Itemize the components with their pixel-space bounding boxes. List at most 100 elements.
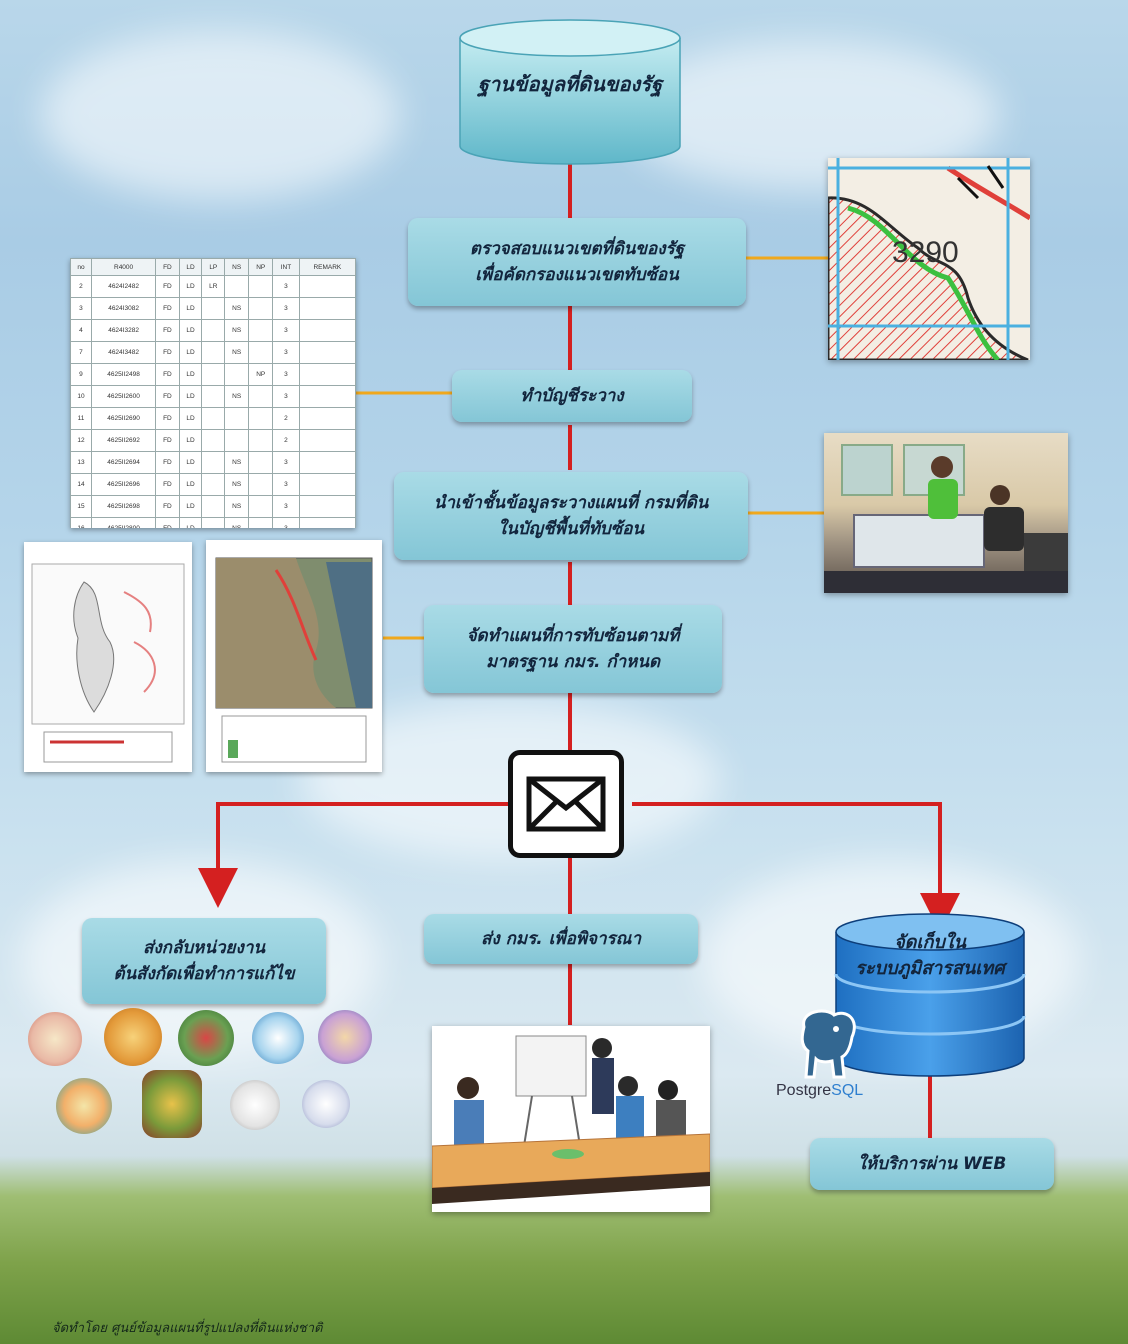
table-cell: FD bbox=[155, 319, 180, 342]
table-cell bbox=[201, 517, 226, 528]
table-cell: LD bbox=[178, 275, 203, 298]
table-cell: 3 bbox=[272, 517, 300, 528]
table-cell: 4625II2690 bbox=[90, 407, 157, 430]
table-cell bbox=[298, 429, 356, 452]
table-cell: FD bbox=[155, 363, 180, 386]
table-cell bbox=[248, 341, 274, 364]
table-cell: LD bbox=[178, 451, 203, 474]
table-cell: 3 bbox=[272, 275, 300, 298]
agency-seal-6 bbox=[56, 1078, 112, 1134]
table-cell: FD bbox=[155, 429, 180, 452]
agency-seal-5 bbox=[318, 1010, 372, 1064]
step-create-overlap-map: จัดทำแผนที่การทับซ้อนตามที่ มาตรฐาน กมร.… bbox=[424, 605, 722, 693]
table-cell bbox=[224, 363, 250, 386]
table-cell: LD bbox=[178, 363, 203, 386]
table-cell bbox=[224, 429, 250, 452]
table-cell: 4625II2698 bbox=[90, 495, 157, 518]
table-cell: 9 bbox=[70, 363, 92, 386]
table-cell: 4625II2600 bbox=[90, 385, 157, 408]
table-cell: LD bbox=[178, 297, 203, 320]
table-cell bbox=[298, 385, 356, 408]
table-cell: 3 bbox=[272, 363, 300, 386]
table-cell: 2 bbox=[272, 407, 300, 430]
table-cell: 3 bbox=[272, 297, 300, 320]
table-cell: 4624I3482 bbox=[90, 341, 157, 364]
table-header-cell: FD bbox=[155, 258, 180, 276]
table-cell: LR bbox=[201, 275, 226, 298]
table-cell: LD bbox=[178, 517, 203, 528]
table-cell: NS bbox=[224, 297, 250, 320]
table-cell: LD bbox=[178, 429, 203, 452]
table-cell: FD bbox=[155, 517, 180, 528]
table-cell bbox=[201, 429, 226, 452]
table-cell: 4625II2694 bbox=[90, 451, 157, 474]
table-cell: 16 bbox=[70, 517, 92, 528]
table-cell: 4624I3082 bbox=[90, 297, 157, 320]
table-cell bbox=[298, 517, 356, 528]
envelope-icon bbox=[526, 776, 606, 832]
database-cylinder bbox=[459, 19, 681, 165]
agency-seal-2 bbox=[104, 1008, 162, 1066]
table-cell: FD bbox=[155, 495, 180, 518]
table-cell: 4 bbox=[70, 319, 92, 342]
table-cell: NS bbox=[224, 517, 250, 528]
table-cell bbox=[248, 495, 274, 518]
table-cell bbox=[201, 407, 226, 430]
table-cell: FD bbox=[155, 275, 180, 298]
table-cell bbox=[248, 473, 274, 496]
table-cell bbox=[298, 473, 356, 496]
map-sheet-number: 3290 bbox=[892, 236, 959, 269]
table-cell bbox=[201, 385, 226, 408]
table-cell: LD bbox=[178, 341, 203, 364]
table-cell: 3 bbox=[272, 495, 300, 518]
table-cell: 12 bbox=[70, 429, 92, 452]
table-cell bbox=[201, 363, 226, 386]
postgresql-suffix: SQL bbox=[831, 1082, 864, 1099]
table-header-cell: REMARK bbox=[298, 258, 356, 276]
table-cell bbox=[298, 341, 356, 364]
table-cell: 4625II2696 bbox=[90, 473, 157, 496]
overlap-map-sheet-1 bbox=[24, 542, 192, 772]
table-cell bbox=[248, 319, 274, 342]
arrow-to-return bbox=[198, 802, 510, 908]
agency-seal-4 bbox=[252, 1012, 304, 1064]
step-import-layers: นำเข้าชั้นข้อมูลระวางแผนที่ กรมที่ดิน ใน… bbox=[394, 472, 748, 560]
table-cell: 4625II2498 bbox=[90, 363, 157, 386]
email-send-node bbox=[508, 750, 624, 858]
table-row: 164625II2800FDLD NS 3 bbox=[70, 517, 356, 528]
table-cell bbox=[201, 341, 226, 364]
web-service-box: ให้บริการผ่าน WEB bbox=[810, 1138, 1054, 1190]
table-cell: LD bbox=[178, 407, 203, 430]
table-cell: FD bbox=[155, 385, 180, 408]
table-cell: NS bbox=[224, 319, 250, 342]
table-cell: 2 bbox=[272, 429, 300, 452]
table-cell bbox=[298, 297, 356, 320]
postgresql-logo-text: PostgreSQL bbox=[776, 1082, 863, 1100]
table-cell bbox=[224, 275, 250, 298]
table-cell: 4625II2800 bbox=[90, 517, 157, 528]
agency-seal-7 bbox=[142, 1070, 202, 1138]
table-cell bbox=[298, 363, 356, 386]
agency-seal-3 bbox=[178, 1010, 234, 1066]
postgresql-elephant-icon bbox=[800, 1009, 856, 1079]
database-title: ฐานข้อมูลที่ดินของรัฐ bbox=[477, 72, 663, 96]
agency-seal-8 bbox=[230, 1080, 280, 1130]
table-cell bbox=[248, 385, 274, 408]
table-cell bbox=[201, 473, 226, 496]
table-cell bbox=[201, 319, 226, 342]
table-cell: 3 bbox=[70, 297, 92, 320]
table-cell bbox=[248, 297, 274, 320]
table-cell: 14 bbox=[70, 473, 92, 496]
cloud-decoration bbox=[40, 30, 400, 200]
table-cell: FD bbox=[155, 341, 180, 364]
table-cell: 3 bbox=[272, 385, 300, 408]
step-make-sheet-list: ทำบัญชีระวาง bbox=[452, 370, 692, 422]
